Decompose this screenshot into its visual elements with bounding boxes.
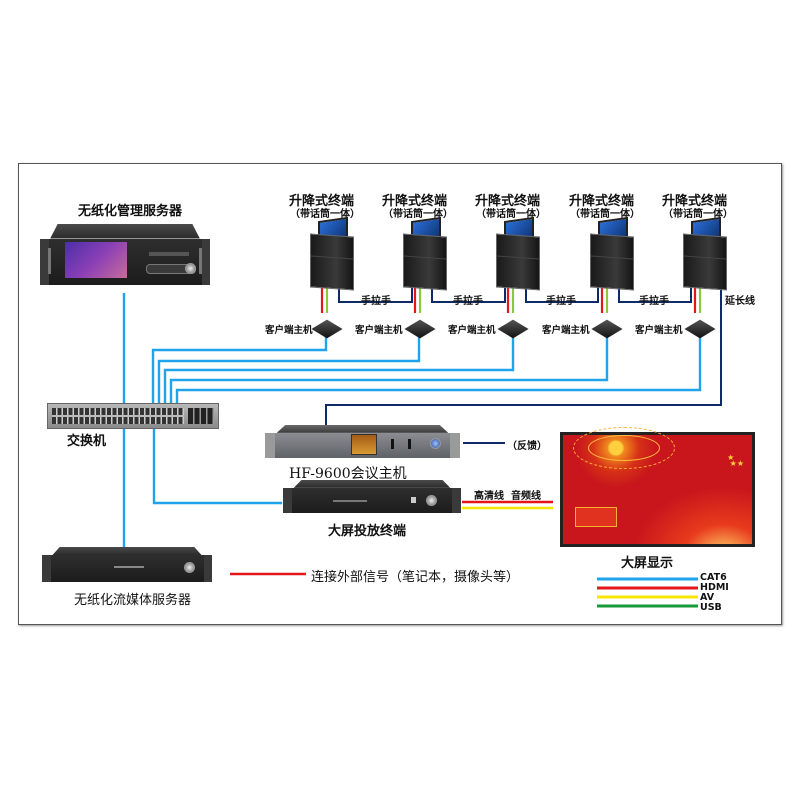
client-host-label: 客户端主机 [265, 325, 313, 336]
cat6-host-5 [175, 337, 702, 403]
cat6-host-2 [157, 337, 421, 403]
cat6-host-1 [151, 335, 328, 403]
daisy-chain-label-4: 手拉手 [639, 296, 669, 307]
display-terminal-knob [426, 495, 437, 506]
lift-terminal [310, 216, 354, 291]
switch-uplink-ports [188, 408, 214, 424]
client-host [684, 318, 716, 339]
display-terminal-label: 大屏投放终端 [328, 524, 407, 539]
legend-usb: USB [700, 602, 722, 613]
client-host [591, 318, 623, 339]
stars-icon: ★ ★★ [727, 453, 744, 468]
terminal-subtitle: （带话筒一体） [570, 209, 640, 220]
host-display [351, 434, 377, 455]
terminal-title: 升降式终端 [569, 194, 635, 209]
daisy-chain-label-2: 手拉手 [453, 296, 483, 307]
terminal-subtitle: （带话筒一体） [663, 209, 733, 220]
switch-label: 交换机 [67, 434, 107, 449]
cat6-host-3 [163, 337, 515, 403]
client-host-label: 客户端主机 [635, 325, 683, 336]
legend: CAT6 HDMI AV USB [700, 573, 729, 613]
conference-host [265, 425, 460, 461]
anniversary-badge-icon [575, 507, 617, 527]
legend-av: AV [700, 592, 715, 603]
lift-terminal [496, 216, 540, 291]
legend-cat6: CAT6 [700, 572, 727, 583]
network-switch [47, 403, 219, 429]
host-knob [430, 438, 441, 449]
lift-terminal [683, 216, 727, 291]
streaming-server [42, 547, 212, 585]
display-terminal [283, 480, 461, 516]
management-server [40, 224, 210, 290]
big-display-screen: ★ ★★ [560, 427, 755, 547]
legend-hdmi: HDMI [700, 582, 729, 593]
client-host-label: 客户端主机 [355, 325, 403, 336]
client-host [404, 318, 436, 339]
streaming-server-label: 无纸化流媒体服务器 [74, 593, 192, 608]
streaming-knob [184, 562, 195, 573]
terminal-title: 升降式终端 [382, 194, 448, 209]
lift-terminal [403, 216, 447, 291]
daisy-chain-label-3: 手拉手 [546, 296, 576, 307]
extension-line [325, 270, 722, 425]
server-lcd-screen [65, 242, 127, 278]
terminal-subtitle: （带话筒一体） [383, 209, 453, 220]
feedback-label: （反馈） [507, 441, 547, 452]
terminal-subtitle: （带话筒一体） [476, 209, 546, 220]
power-knob [185, 263, 196, 274]
cat6-switch-display-terminal [152, 427, 282, 505]
client-host [311, 318, 343, 339]
extension-line-label: 延长线 [725, 296, 755, 307]
terminal-title: 升降式终端 [662, 194, 728, 209]
lift-terminal [590, 216, 634, 291]
terminal-subtitle: （带话筒一体） [290, 209, 360, 220]
hd-cable-label: 高清线 [474, 491, 504, 502]
management-server-label: 无纸化管理服务器 [78, 204, 183, 219]
conference-host-label: HF-9600会议主机 [289, 466, 407, 482]
audio-cable-label: 音频线 [511, 491, 541, 502]
external-signal-label: 连接外部信号（笔记本，摄像头等） [311, 570, 520, 585]
cat6-host-4 [169, 337, 609, 403]
daisy-chain-label-1: 手拉手 [361, 296, 391, 307]
client-host-label: 客户端主机 [448, 325, 496, 336]
client-host-label: 客户端主机 [542, 325, 590, 336]
diagram-frame [18, 163, 782, 625]
switch-ports [52, 408, 184, 424]
client-host [497, 318, 529, 339]
terminal-title: 升降式终端 [289, 194, 355, 209]
terminal-title: 升降式终端 [475, 194, 541, 209]
big-display-label: 大屏显示 [621, 556, 674, 571]
